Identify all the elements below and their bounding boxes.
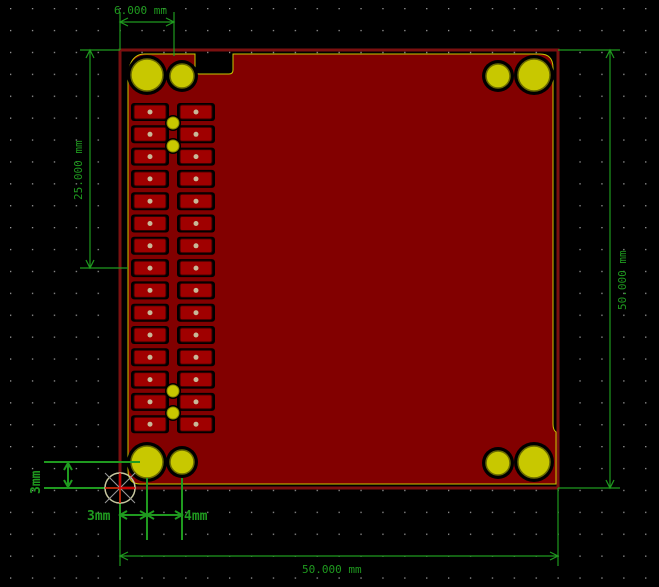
- mounting-hole[interactable]: [517, 445, 551, 479]
- pad-drill: [147, 310, 153, 316]
- via-group: [165, 115, 181, 421]
- pad-drill: [147, 154, 153, 160]
- dimension-top-label: 6.000 mm: [114, 4, 167, 17]
- pad-drill: [147, 131, 153, 137]
- pad-drill: [147, 421, 153, 427]
- pad-array: [131, 103, 215, 434]
- pad-drill: [147, 377, 153, 383]
- dimension-right: [558, 48, 620, 490]
- pad-drill: [193, 176, 199, 182]
- pad-drill: [193, 332, 199, 338]
- mounting-hole[interactable]: [485, 63, 511, 89]
- dimension-origin: [44, 460, 185, 540]
- pad-drill: [147, 287, 153, 293]
- pad-drill: [147, 399, 153, 405]
- pad-drill: [193, 421, 199, 427]
- mounting-hole[interactable]: [130, 58, 164, 92]
- pad-drill: [193, 354, 199, 360]
- mounting-hole[interactable]: [517, 58, 551, 92]
- via[interactable]: [166, 116, 180, 130]
- pad-drill: [147, 198, 153, 204]
- dimension-right-label: 50.000 mm: [616, 250, 629, 310]
- pad-drill: [193, 221, 199, 226]
- board-edge: [118, 48, 560, 490]
- via[interactable]: [166, 384, 180, 398]
- pad-drill: [147, 221, 153, 226]
- pad-drill: [147, 265, 153, 271]
- pad-drill: [193, 131, 199, 137]
- dimension-origin-right-label: 4mm: [184, 509, 208, 524]
- dimension-top: [118, 12, 176, 56]
- pad-drill: [193, 198, 199, 204]
- pad-drill: [193, 243, 199, 249]
- dimension-bottom-label: 50.000 mm: [302, 563, 362, 576]
- pad-drill: [147, 243, 153, 249]
- pad-drill: [147, 109, 153, 115]
- via[interactable]: [166, 139, 180, 153]
- dimension-left: [80, 48, 128, 270]
- pad-drill: [193, 287, 199, 293]
- mounting-hole[interactable]: [485, 450, 511, 476]
- copper-zone: [127, 53, 557, 485]
- pad-drill: [147, 332, 153, 338]
- pad-drill: [193, 377, 199, 383]
- dimension-origin-left-label: 3mm: [87, 509, 111, 524]
- mounting-holes: [127, 55, 554, 482]
- dimension-left-label: 25.000 mm: [72, 140, 85, 200]
- dimension-origin-vertical-label: 3mm: [29, 470, 44, 494]
- pad-drill: [193, 310, 199, 316]
- pad-drill: [193, 265, 199, 271]
- mounting-hole[interactable]: [169, 63, 195, 89]
- origin-marker-icon[interactable]: [104, 472, 136, 504]
- via[interactable]: [166, 406, 180, 420]
- pad-drill: [193, 399, 199, 405]
- mounting-hole[interactable]: [169, 449, 195, 475]
- pad-drill: [193, 154, 199, 160]
- pad-drill: [193, 109, 199, 115]
- pad-drill: [147, 176, 153, 182]
- pad-drill: [147, 354, 153, 360]
